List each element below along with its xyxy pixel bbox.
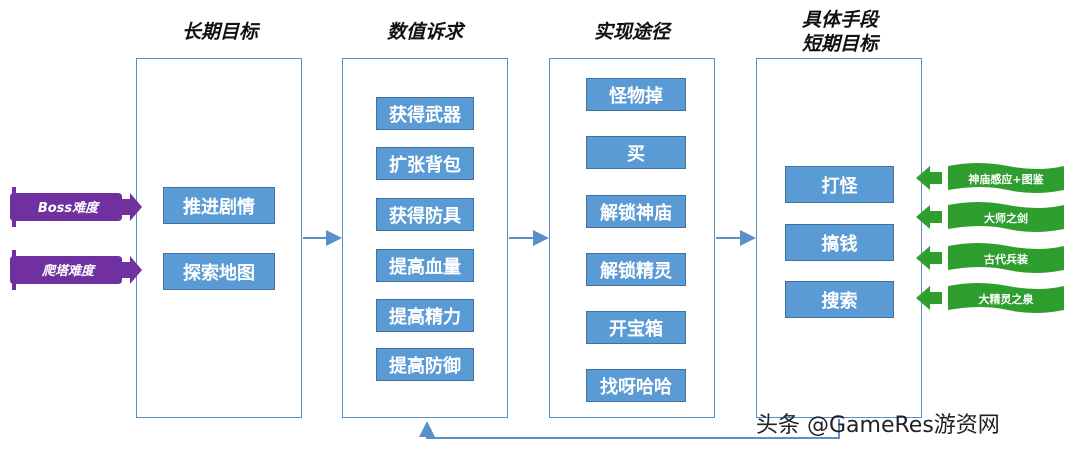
chip-unlock-spirit: 解锁精灵	[586, 253, 686, 286]
banner-boss-difficulty: Boss难度	[10, 187, 142, 227]
banner-tower-difficulty-label: 爬塔难度	[41, 263, 97, 279]
banner-master-sword-label: 大师之剑	[984, 211, 1028, 225]
watermark: 头条 @GameRes游资网	[756, 413, 1000, 438]
banner-ancient-gear-label: 古代兵装	[984, 252, 1028, 266]
chip-raise-defense: 提高防御	[376, 348, 474, 381]
chip-earn-money: 搞钱	[785, 224, 894, 261]
banner-master-sword: 大师之剑	[916, 202, 1064, 232]
column-title-short-term-line1: 具体手段	[801, 9, 878, 31]
banner-boss-difficulty-label: Boss难度	[38, 200, 101, 216]
chip-expand-bag: 扩张背包	[376, 147, 474, 180]
banner-tower-difficulty: 爬塔难度	[10, 250, 142, 290]
chip-buy: 买	[586, 136, 686, 169]
banner-shrine-sensor-label: 神庙感应+图鉴	[968, 172, 1044, 186]
chip-raise-hp: 提高血量	[376, 249, 474, 282]
chip-find-korok: 找呀哈哈	[586, 369, 686, 402]
chip-raise-stamina: 提高精力	[376, 299, 474, 332]
column-title-numeric-demand: 数值诉求	[386, 21, 463, 43]
chip-open-chest: 开宝箱	[586, 311, 686, 344]
chip-get-armor: 获得防具	[376, 198, 474, 231]
chip-fight-monsters: 打怪	[785, 166, 894, 203]
column-title-short-term: 具体手段 短期目标	[760, 8, 920, 56]
chip-advance-story: 推进剧情	[163, 187, 275, 224]
chip-monster-drop: 怪物掉	[586, 78, 686, 111]
banner-shrine-sensor: 神庙感应+图鉴	[916, 163, 1064, 193]
banner-ancient-gear: 古代兵装	[916, 243, 1064, 273]
banner-great-fairy-fountain-label: 大精灵之泉	[979, 292, 1035, 306]
chip-unlock-shrine: 解锁神庙	[586, 195, 686, 228]
chip-explore-map: 探索地图	[163, 253, 275, 290]
chip-get-weapon: 获得武器	[376, 97, 474, 130]
chip-search: 搜索	[785, 281, 894, 318]
column-title-means: 实现途径	[593, 21, 670, 43]
panel-long-term	[136, 58, 302, 418]
column-title-short-term-line2: 短期目标	[801, 33, 878, 55]
panel-means	[549, 58, 715, 418]
banner-great-fairy-fountain: 大精灵之泉	[916, 283, 1064, 313]
column-title-long-term: 长期目标	[181, 21, 258, 43]
